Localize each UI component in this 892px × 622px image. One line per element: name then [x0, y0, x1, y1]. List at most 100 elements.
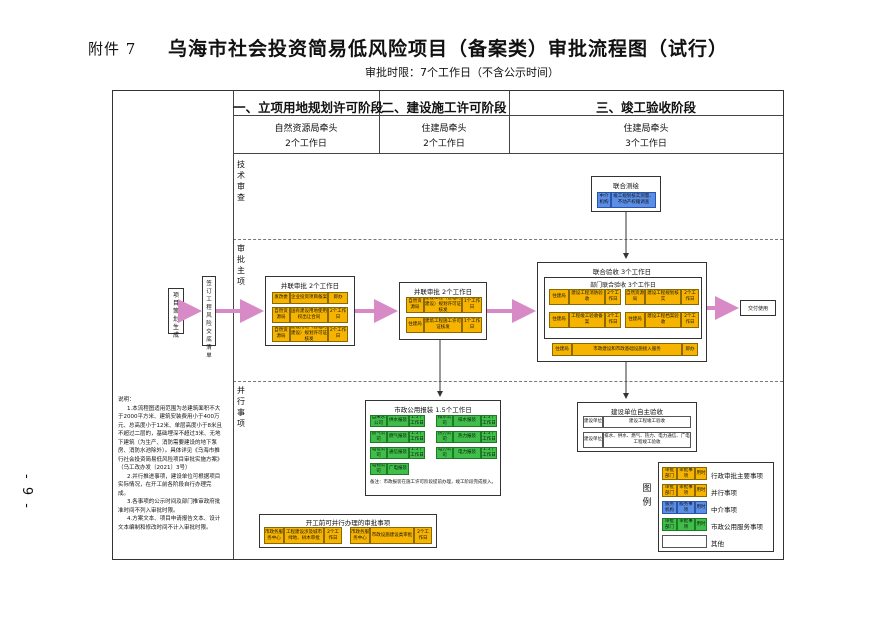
risk-list-box: 签订工程风险交底清单: [202, 276, 216, 359]
s3-item5-days: 即办: [682, 343, 698, 356]
delivery-text: 交付使用: [747, 305, 768, 312]
stage1-row3-item: 建设用地（含临时建设）规划许可证核发: [290, 326, 328, 342]
stage2-lead: 住建局牵头 2个工作日: [379, 122, 509, 152]
legend-r2-c3: 用时: [695, 484, 707, 497]
col-line-0: [233, 91, 234, 559]
legend-r1-c2: 审批事项: [677, 467, 695, 480]
util-5-dept: 电信公司: [370, 447, 387, 459]
legend-r1-c1: 审批部门: [662, 467, 677, 480]
legend-r4-c1: 审批部门: [662, 518, 677, 531]
legend-r1-label: 行政审批主要事项: [711, 472, 763, 480]
row-divider-approval: [233, 381, 783, 382]
joint-survey-item: 竣工规划核实测量、不动产权籍调查: [611, 192, 656, 208]
builder-row2-dept: 建设单位: [583, 432, 603, 448]
note-4: 4.方案文本、项目申请报告文本、设计文本编制和修改时间不计入审批时限。: [118, 516, 221, 531]
dept-acceptance-title: 部门联合验收 3个工作日: [590, 282, 656, 289]
util-6-dept: 电力公司: [436, 447, 453, 459]
legend-r4-c2: 审批事项: [677, 518, 695, 531]
joint-survey-box: 联合测绘 中介机构 竣工规划核实测量、不动产权籍调查: [591, 176, 661, 212]
builder-row1-dept: 建设单位: [583, 416, 603, 428]
util-7-dept: 电视公司: [370, 463, 387, 475]
util-5-item: 通信报装: [387, 447, 409, 459]
svc-1-item: 工程建设涉及城市绿地、树木审批: [284, 527, 324, 544]
stage3-lead-dept: 住建局牵头: [623, 124, 669, 134]
util-2-dept: 排水公司: [436, 415, 453, 427]
s3-item5-name: 市政建设和市政基础设施接入服务: [572, 343, 682, 356]
utilities-note: 备注：市政报装在施工许可阶段提前办理，竣工阶段完成接入。: [370, 480, 496, 485]
stage2-approval-title: 并联审批 2个工作日: [413, 288, 473, 296]
s3-item3-name: 工程竣工验收备案: [569, 312, 605, 328]
stage3-lead-days: 3个工作日: [625, 139, 667, 149]
legend-r2-c1: 审批部门: [662, 484, 677, 497]
builder-acceptance-title: 建设单位自主验收: [611, 408, 663, 416]
stage1-approval-title: 并联审批 2个工作日: [280, 282, 340, 290]
col-line-2: [509, 91, 510, 153]
stage3-lead: 住建局牵头 3个工作日: [509, 122, 783, 152]
utilities-box: 市政公用报装 1.5个工作日 自来水公司 供水报装 1.5个工作日 排水公司 排…: [365, 400, 501, 496]
stage2-row2-item: 建筑工程施工许可证核发: [424, 317, 462, 333]
pre-construction-box: 开工前可并行办理的审批事项 市政务服务中心 工程建设涉及城市绿地、树木审批 2个…: [259, 514, 437, 548]
legend-r4-label: 市政公用服务事项: [711, 523, 763, 531]
s3-item3-days: 3个工作日: [605, 312, 621, 328]
project-planning-text: 项目策划生成: [172, 292, 179, 339]
svc-2-days: 2个工作日: [414, 527, 432, 544]
joint-acceptance-title: 联合验收 3个工作日: [592, 268, 652, 276]
svc-2-dept: 市政务服务中心: [350, 527, 370, 544]
stage2-title: 二、建设施工许可阶段: [381, 100, 507, 115]
s3-item4-dept: 住建局: [625, 312, 645, 328]
page-title: 乌海市社会投资简易低风险项目（备案类）审批流程图（试行）: [168, 38, 729, 60]
s3-item1-name: 建设工程消防验收: [569, 289, 605, 305]
stage2-approval-box: 并联审批 2个工作日 自然资源局 建设工程（含临时建设）规划许可证核发 1个工作…: [399, 282, 487, 340]
lead-divider: [233, 153, 783, 154]
stage1-approval-box: 并联审批 2个工作日 发改委 企业投资项目备案 即办 自然资源局 国有建设用地使…: [265, 276, 355, 346]
header-divider: [233, 115, 783, 116]
s3-item2-name: 建设工程规划核实: [645, 289, 681, 305]
stage1-lead: 自然资源局牵头 2个工作日: [233, 122, 379, 152]
legend-box: 审批部门 审批事项 用时 行政审批主要事项 审批部门 审批事项 用时 并行事项 …: [658, 462, 774, 552]
stage1-row1-item: 企业投资项目备案: [290, 292, 328, 304]
stage1-row1-days: 即办: [328, 292, 348, 304]
joint-survey-tag: 中介机构: [597, 192, 611, 208]
stage2-lead-days: 2个工作日: [423, 139, 465, 149]
s3-item2-dept: 自然资源局: [625, 289, 645, 305]
note-3: 3.各事项的公示时间及部门推审政府批准时间不列入审批时限。: [118, 499, 221, 514]
stage1-lead-days: 2个工作日: [285, 139, 327, 149]
stage1-lead-dept: 自然资源局牵头: [274, 124, 338, 134]
legend-r2-c2: 审批事项: [677, 484, 695, 497]
stage2-row1-days: 1个工作日: [462, 297, 482, 313]
builder-row2-item: 排水、供水、燃气、热力、电力通信、广电工程竣工验收: [603, 432, 691, 448]
builder-row1-item: 建设工程竣工验收: [603, 416, 691, 428]
stage1-row1-dept: 发改委: [272, 292, 290, 304]
legend-r5-label: 其他: [711, 540, 724, 548]
s3-item1-days: 2个工作日: [605, 289, 621, 305]
util-3-item: 燃气报装: [387, 431, 409, 443]
note-1: 1.本流程图适用范围为总建筑面积不大于2000平方米、建筑安装费用小于400万元…: [118, 405, 222, 472]
legend-r3-label: 中介事项: [711, 506, 737, 514]
svc-2-item: 市政设施建设类审批: [370, 527, 414, 544]
stage1-row2-dept: 自然资源局: [272, 307, 290, 323]
notes-heading: 说明：: [118, 397, 135, 403]
util-7-item: 广电报装: [387, 463, 409, 475]
flowchart-frame: 一、立项用地规划许可阶段 二、建设施工许可阶段 三、竣工验收阶段 自然资源局牵头…: [112, 90, 784, 560]
svc-1-days: 2个工作日: [324, 527, 342, 544]
stage3-title: 三、竣工验收阶段: [595, 100, 696, 115]
util-4-item: 热力报装: [453, 431, 481, 443]
row-label-approval: 审批主项: [237, 244, 245, 286]
stage2-row2-days: 1个工作日: [462, 317, 482, 333]
util-5-days: 1.5个工作日: [409, 447, 425, 459]
stage1-row3-days: 2个工作日: [328, 326, 348, 342]
legend-title: 图例: [642, 484, 652, 508]
stage2-row1-dept: 自然资源局: [406, 297, 424, 313]
util-2-item: 排水报装: [453, 415, 481, 427]
s3-item2-days: 2个工作日: [681, 289, 699, 305]
legend-r5-swatch: [662, 535, 707, 548]
joint-survey-title: 联合测绘: [613, 182, 639, 190]
col-line-1: [379, 91, 380, 153]
dept-acceptance-box: 部门联合验收 3个工作日 住建局 建设工程消防验收 2个工作日 自然资源局 建设…: [544, 277, 702, 339]
stage1-row2-days: 2个工作日: [328, 307, 348, 323]
stage2-row2-dept: 住建局: [406, 317, 424, 333]
s3-item4-name: 建设工程档案验收: [645, 312, 681, 328]
util-2-days: 1.5个工作日: [481, 415, 497, 427]
annex-label: 附件 7: [88, 40, 137, 58]
